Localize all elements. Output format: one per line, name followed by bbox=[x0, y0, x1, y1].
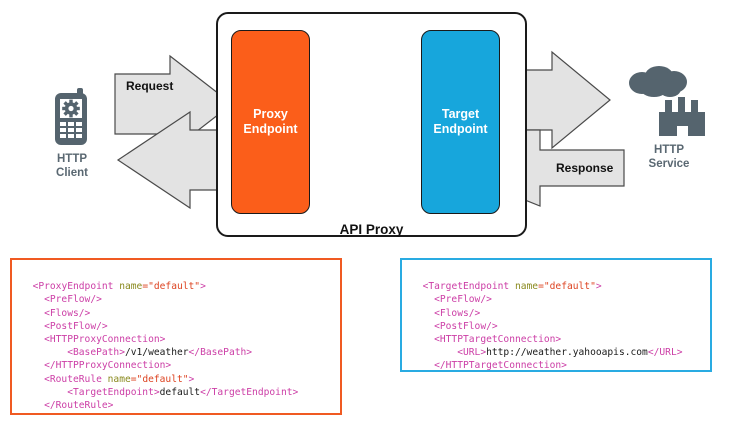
api-proxy-title: API Proxy bbox=[339, 222, 404, 237]
proxy-endpoint-code-block: <ProxyEndpoint name="default"> <PreFlow/… bbox=[10, 258, 342, 415]
target-endpoint-code-text: <TargetEndpoint name="default"> <PreFlow… bbox=[422, 281, 683, 372]
target-endpoint-label: Target Endpoint bbox=[433, 107, 488, 136]
http-client-caption: HTTP Client bbox=[56, 153, 88, 179]
proxy-endpoint-box[interactable]: Proxy Endpoint bbox=[231, 30, 310, 214]
api-proxy-diagram: API Proxy Proxy Endpoint Target Endpoint… bbox=[55, 12, 705, 237]
response-arrow-label: Response bbox=[556, 161, 614, 175]
proxy-endpoint-label: Proxy Endpoint bbox=[243, 107, 298, 136]
http-service-caption: HTTP Service bbox=[648, 144, 690, 170]
target-endpoint-code-block: <TargetEndpoint name="default"> <PreFlow… bbox=[400, 258, 712, 372]
request-arrow bbox=[114, 54, 233, 154]
request-arrow-label: Request bbox=[126, 79, 174, 93]
mobile-phone-gear-icon bbox=[55, 88, 87, 145]
target-endpoint-box[interactable]: Target Endpoint bbox=[421, 30, 500, 214]
factory-cloud-icon bbox=[629, 66, 705, 136]
proxy-endpoint-code-text: <ProxyEndpoint name="default"> <PreFlow/… bbox=[32, 281, 299, 412]
